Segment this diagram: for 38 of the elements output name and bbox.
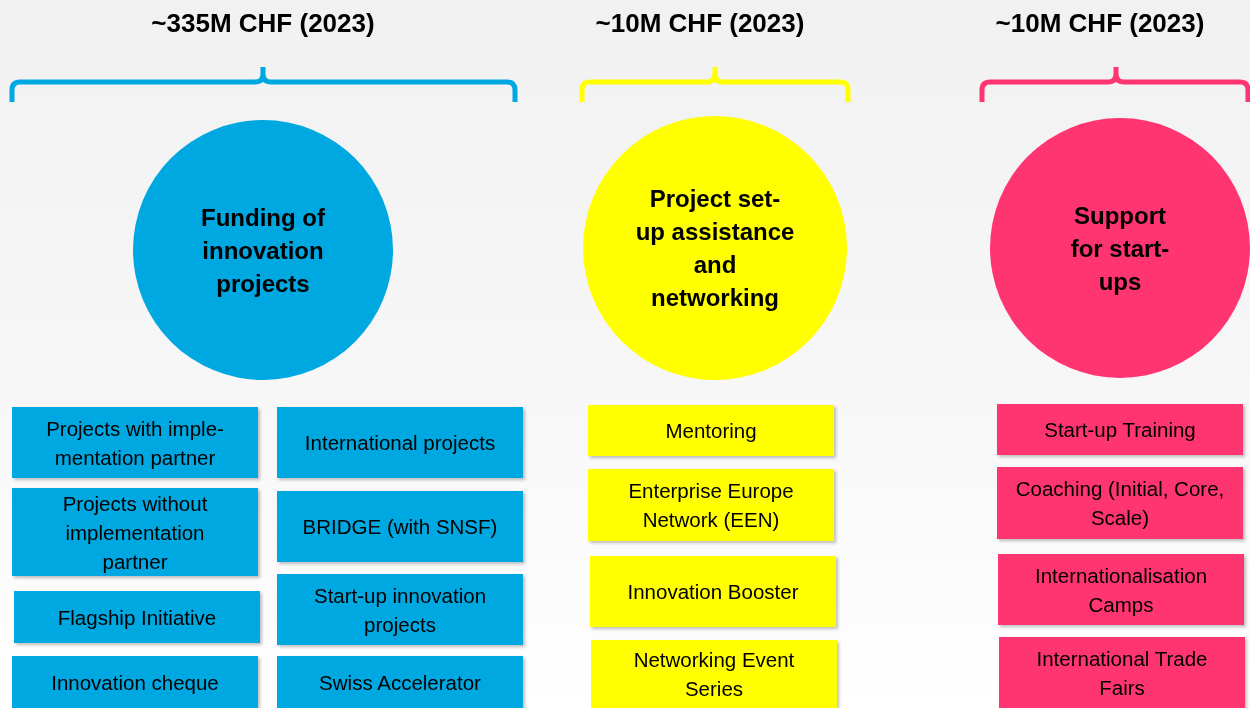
budget-heading: ~335M CHF (2023) [151,8,375,39]
service-box [277,407,523,478]
service-box [997,467,1243,539]
service-box [277,491,523,562]
node-text: Projects with imple- mentation partner [45,415,225,471]
node-text: International Trade Fairs [1035,645,1209,701]
node-text: Enterprise Europe Network (EEN) [627,478,795,533]
budget-heading: ~10M CHF (2023) [595,8,805,39]
budget-heading: ~10M CHF (2023) [995,8,1205,39]
service-box [591,640,837,708]
service-box [12,488,258,576]
service-box [998,554,1244,625]
service-box [999,637,1245,708]
node-text: Support for start- ups [1069,200,1171,297]
node-text: Start-up innovation projects [312,582,488,638]
node-text: Innovation cheque [51,669,219,696]
node-text: Internationalisation Camps [1033,562,1209,618]
service-box [997,404,1243,455]
node-text: Projects without implementation partner [61,490,209,575]
node-text: Flagship Initiative [57,604,217,631]
node-text: Swiss Accelerator [319,669,481,696]
node-text: Start-up Training [1044,417,1196,443]
node-text: International projects [304,430,496,456]
node-text: Coaching (Initial, Core, Scale) [1014,476,1226,531]
service-box [12,407,258,478]
node-text: Innovation Booster [627,579,799,605]
service-box [12,656,258,708]
service-box [14,591,260,643]
node-text: Funding of innovation projects [200,202,326,299]
service-box [590,556,836,627]
node-text: Networking Event Series [632,647,796,702]
service-box [277,656,523,708]
node-text: Mentoring [665,418,757,444]
node-text: BRIDGE (with SNSF) [302,514,498,540]
service-box [588,405,834,456]
service-box [277,574,523,645]
node-text: Project set-up assistance and networking [635,184,795,313]
service-box [588,469,834,541]
